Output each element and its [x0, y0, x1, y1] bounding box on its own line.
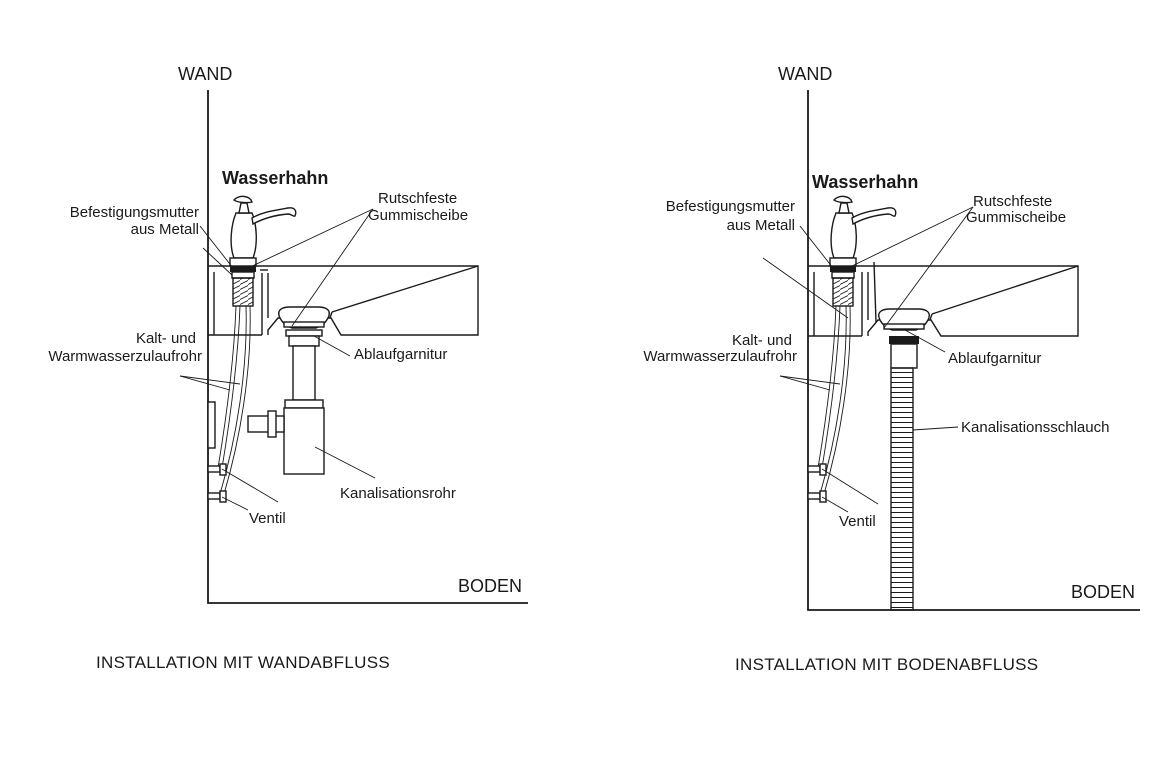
wall-drain-diagram: WAND BODEN Wasserhahn Befestigungsmutter… — [48, 64, 528, 672]
wall-line — [207, 90, 528, 604]
sewer-hose — [890, 367, 914, 611]
supply-label-line1-right: Kalt- und — [732, 332, 792, 349]
supply-label-line2: Warmwasserzulaufrohr — [48, 348, 202, 365]
supply-label-line2-right: Warmwasserzulaufrohr — [643, 348, 797, 365]
siphon-sewer-pipe — [207, 345, 325, 475]
floor-drain-diagram: WAND BODEN Wasserhahn Befestigungsmutter… — [643, 64, 1140, 674]
washer-label-line1-right: Rutschfeste — [973, 193, 1052, 210]
valve-label: Ventil — [249, 510, 286, 527]
leader-lines-right — [762, 206, 974, 513]
wall-drain-caption: INSTALLATION MIT WANDABFLUSS — [96, 653, 390, 672]
sink-basin-right — [808, 261, 1079, 337]
wall-label: WAND — [178, 64, 232, 84]
floor-drain-caption: INSTALLATION MIT BODENABFLUSS — [735, 655, 1038, 674]
nut-label-line1-right: Befestigungsmutter — [666, 198, 795, 215]
nut-label-line1: Befestigungsmutter — [70, 204, 199, 221]
floor-label-right: BODEN — [1071, 582, 1135, 602]
drain-fitting-right — [878, 308, 930, 369]
wall-line-right — [807, 90, 1140, 611]
metal-nut-right — [831, 271, 855, 279]
washer-label-line2: Gummischeibe — [368, 207, 468, 224]
nut-label-line2: aus Metall — [131, 221, 199, 238]
drain-fitting-label-right: Ablaufgarnitur — [948, 350, 1041, 367]
sink-basin — [208, 265, 479, 336]
sewer-pipe-label: Kanalisationsrohr — [340, 485, 456, 502]
faucet-right — [829, 195, 897, 267]
drain-fitting — [278, 306, 330, 347]
washer-label-line2-right: Gummischeibe — [966, 209, 1066, 226]
metal-nut — [231, 271, 255, 279]
rubber-washer-right — [830, 266, 856, 272]
wall-label-right: WAND — [778, 64, 832, 84]
floor-label: BODEN — [458, 576, 522, 596]
sewer-hose-label: Kanalisationsschlauch — [961, 419, 1109, 436]
drain-fitting-label: Ablaufgarnitur — [354, 346, 447, 363]
faucet-label-right: Wasserhahn — [812, 172, 918, 192]
supply-label-line1: Kalt- und — [136, 330, 196, 347]
leader-lines — [179, 208, 376, 511]
washer-label-line1: Rutschfeste — [378, 190, 457, 207]
valve-label-right: Ventil — [839, 513, 876, 530]
nut-label-line2-right: aus Metall — [727, 217, 795, 234]
faucet-label: Wasserhahn — [222, 168, 328, 188]
rubber-washer — [230, 266, 256, 272]
threaded-shank — [232, 277, 254, 307]
faucet — [229, 195, 297, 267]
threaded-shank-right — [832, 277, 854, 307]
hose-connector — [889, 336, 919, 344]
